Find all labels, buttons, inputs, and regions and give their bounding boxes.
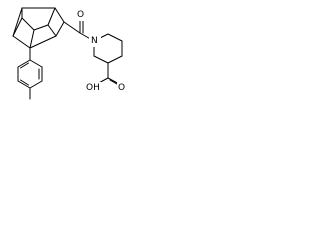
tolyl-ring xyxy=(17,47,43,100)
nitrogen-label: N xyxy=(91,36,98,46)
structure-diagram: O N OH O xyxy=(12,7,128,100)
acid-oxygen-label: O xyxy=(118,83,125,93)
hydroxyl-label: OH xyxy=(86,83,100,93)
adamantane-cage xyxy=(12,7,65,49)
carbonyl-oxygen-label: O xyxy=(77,10,84,20)
